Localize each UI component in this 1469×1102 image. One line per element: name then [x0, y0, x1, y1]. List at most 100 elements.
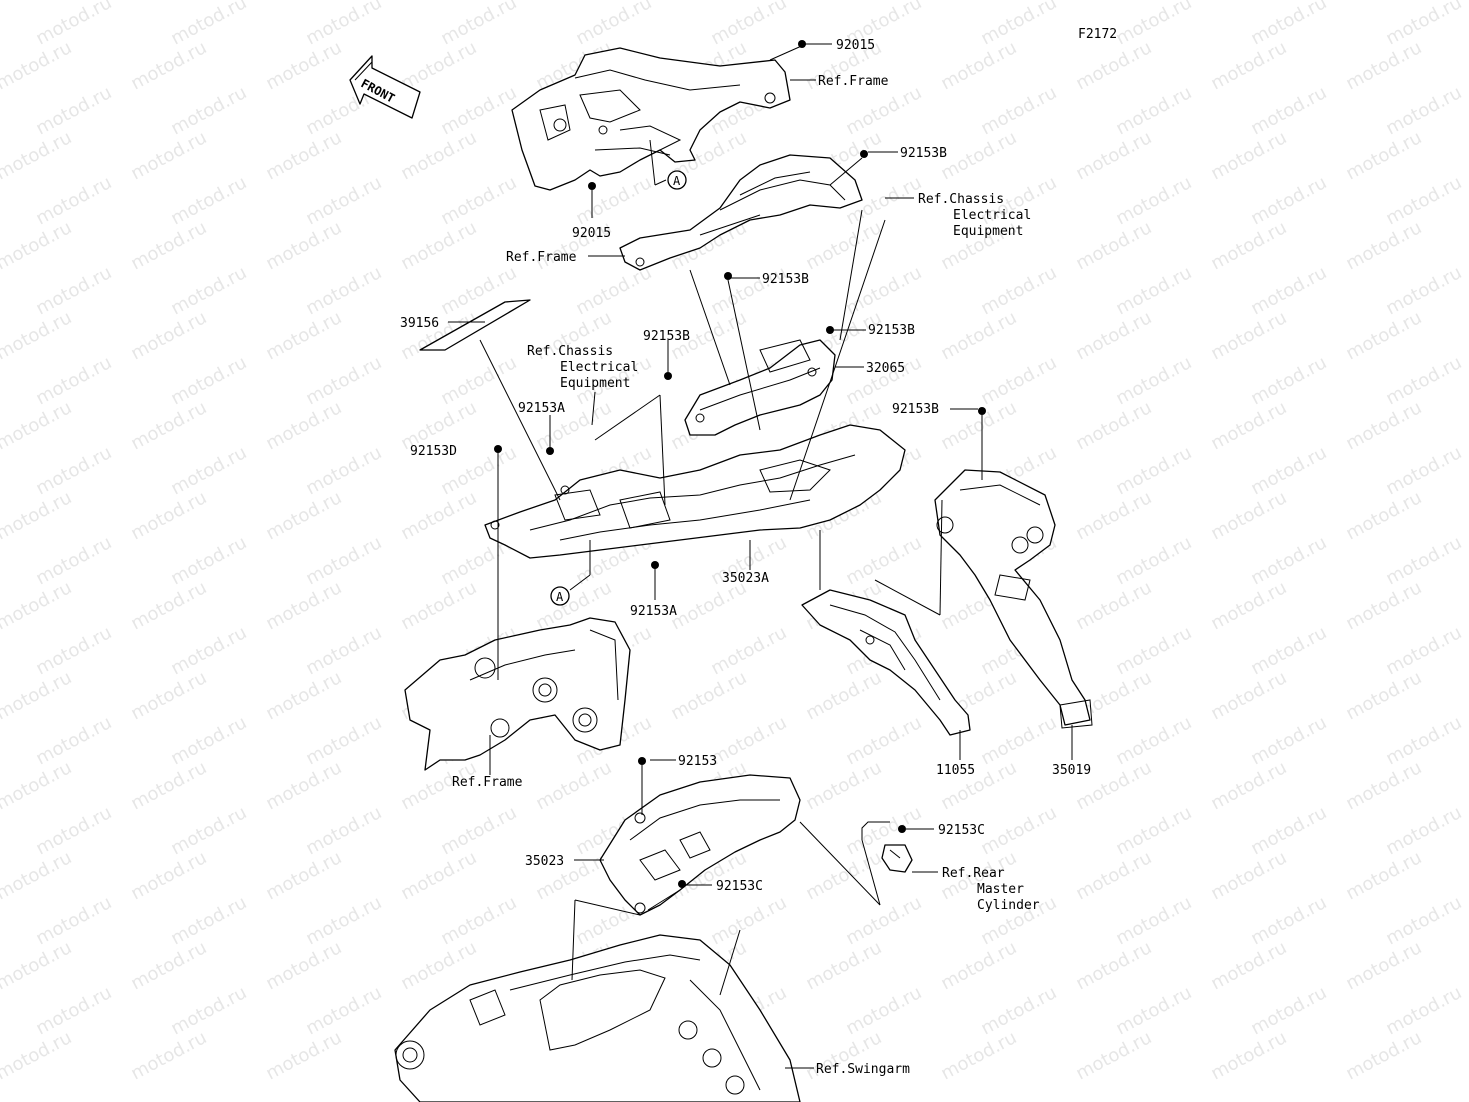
- watermark-text: motod.ru: [262, 0, 345, 4]
- watermark-text: motod.ru: [1247, 262, 1330, 319]
- watermark-text: motod.ru: [397, 847, 480, 904]
- watermark-text: motod.ru: [1382, 532, 1465, 589]
- figure-code: F2172: [1078, 27, 1117, 42]
- watermark-text: motod.ru: [1342, 307, 1425, 364]
- callout-ref-frame-top: Ref.Frame: [818, 74, 889, 89]
- callout-92015-left: 92015: [572, 226, 611, 241]
- watermark-text: motod.ru: [1342, 397, 1425, 454]
- watermark-text: motod.ru: [262, 847, 345, 904]
- callout-ref-swingarm: Ref.Swingarm: [816, 1062, 910, 1077]
- watermark-text: motod.ru: [1207, 0, 1290, 4]
- watermark-text: motod.ru: [437, 352, 520, 409]
- watermark-text: motod.ru: [302, 352, 385, 409]
- watermark-text: motod.ru: [127, 577, 210, 634]
- callout-11055: 11055: [936, 763, 975, 778]
- watermark-text: motod.ru: [397, 487, 480, 544]
- watermark-text: motod.ru: [167, 262, 250, 319]
- watermark-text: motod.ru: [0, 217, 75, 274]
- callout-92153B-top: 92153B: [900, 146, 947, 161]
- watermark-text: motod.ru: [1112, 82, 1195, 139]
- watermark-text: motod.ru: [127, 937, 210, 994]
- upper-frame-part: [511, 47, 791, 191]
- watermark-text: motod.ru: [937, 937, 1020, 994]
- callout-92153C-top: 92153C: [938, 823, 985, 838]
- watermark-text: motod.ru: [0, 667, 75, 724]
- watermark-text: motod.ru: [397, 127, 480, 184]
- watermark-text: motod.ru: [1247, 352, 1330, 409]
- watermark-text: motod.ru: [437, 0, 520, 49]
- watermark-text: motod.ru: [532, 0, 615, 4]
- watermark-text: motod.ru: [1382, 82, 1465, 139]
- swingarm-part: [394, 934, 801, 1102]
- watermark-text: motod.ru: [937, 397, 1020, 454]
- watermark-text: motod.ru: [1112, 712, 1195, 769]
- watermark-text: motod.ru: [127, 397, 210, 454]
- watermark-text: motod.ru: [842, 982, 925, 1039]
- watermark-text: motod.ru: [167, 0, 250, 49]
- watermark-text: motod.ru: [0, 397, 75, 454]
- watermark-text: motod.ru: [1342, 37, 1425, 94]
- watermark-text: motod.ru: [1382, 442, 1465, 499]
- watermark-text: motod.ru: [1342, 0, 1425, 4]
- watermark-text: motod.ru: [1207, 1027, 1290, 1084]
- watermark-text: motod.ru: [1382, 892, 1465, 949]
- watermark-text: motod.ru: [1247, 802, 1330, 859]
- callout-ref-chassis-mid-1: Ref.Chassis: [527, 344, 613, 359]
- watermark-text: motod.ru: [0, 937, 75, 994]
- svg-text:A: A: [556, 590, 564, 604]
- watermark-text: motod.ru: [0, 37, 75, 94]
- watermark-text: motod.ru: [32, 0, 115, 49]
- callout-ref-chassis-top-3: Equipment: [953, 224, 1023, 239]
- watermark-text: motod.ru: [572, 172, 655, 229]
- watermark-text: motod.ru: [302, 172, 385, 229]
- watermark-text: motod.ru: [167, 712, 250, 769]
- watermark-text: motod.ru: [127, 37, 210, 94]
- watermark-text: motod.ru: [302, 802, 385, 859]
- watermark-text: motod.ru: [1207, 757, 1290, 814]
- watermark-text: motod.ru: [1207, 217, 1290, 274]
- watermark-text: motod.ru: [1112, 622, 1195, 679]
- callout-ref-chassis-mid-3: Equipment: [560, 376, 630, 391]
- watermark-text: motod.ru: [1072, 127, 1155, 184]
- watermark-text: motod.ru: [1247, 622, 1330, 679]
- watermark-text: motod.ru: [977, 0, 1060, 49]
- watermark-text: motod.ru: [437, 802, 520, 859]
- watermark-text: motod.ru: [937, 127, 1020, 184]
- watermark-text: motod.ru: [802, 217, 885, 274]
- watermark-text: motod.ru: [262, 217, 345, 274]
- watermark-text: motod.ru: [802, 667, 885, 724]
- watermark-text: motod.ru: [32, 622, 115, 679]
- watermark-text: motod.ru: [1072, 1027, 1155, 1084]
- watermark-text: motod.ru: [167, 172, 250, 229]
- watermark-text: motod.ru: [937, 1027, 1020, 1084]
- callout-92153B-bracket: 92153B: [868, 323, 915, 338]
- watermark-text: motod.ru: [802, 937, 885, 994]
- watermark-text: motod.ru: [1382, 712, 1465, 769]
- callout-92015-top: 92015: [836, 38, 875, 53]
- bolt-92153C-top: [898, 825, 906, 833]
- watermark-text: motod.ru: [1112, 352, 1195, 409]
- watermark-text: motod.ru: [437, 172, 520, 229]
- leader-lines: [448, 43, 1073, 1069]
- watermark-text: motod.ru: [1207, 397, 1290, 454]
- watermark-text: motod.ru: [1112, 262, 1195, 319]
- watermark-text: motod.ru: [302, 442, 385, 499]
- watermark-text: motod.ru: [167, 82, 250, 139]
- front-direction-arrow-icon: FRONT: [349, 55, 421, 119]
- watermark-text: motod.ru: [127, 847, 210, 904]
- lower-frame-part: [404, 617, 631, 771]
- watermark-text: motod.ru: [977, 982, 1060, 1039]
- bolt-92153B-bracket: [826, 326, 834, 334]
- watermark-text: motod.ru: [572, 262, 655, 319]
- callout-ref-rear-1: Ref.Rear: [942, 866, 1005, 881]
- callout-35023: 35023: [525, 854, 564, 869]
- watermark-text: motod.ru: [1112, 892, 1195, 949]
- watermark-text: motod.ru: [977, 352, 1060, 409]
- watermark-text: motod.ru: [937, 37, 1020, 94]
- watermark-text: motod.ru: [1342, 217, 1425, 274]
- bolt-92153C-mid: [678, 880, 686, 888]
- watermark-text: motod.ru: [1207, 577, 1290, 634]
- watermark-text: motod.ru: [32, 982, 115, 1039]
- watermark-text: motod.ru: [842, 532, 925, 589]
- callout-92153B-mid: 92153B: [762, 272, 809, 287]
